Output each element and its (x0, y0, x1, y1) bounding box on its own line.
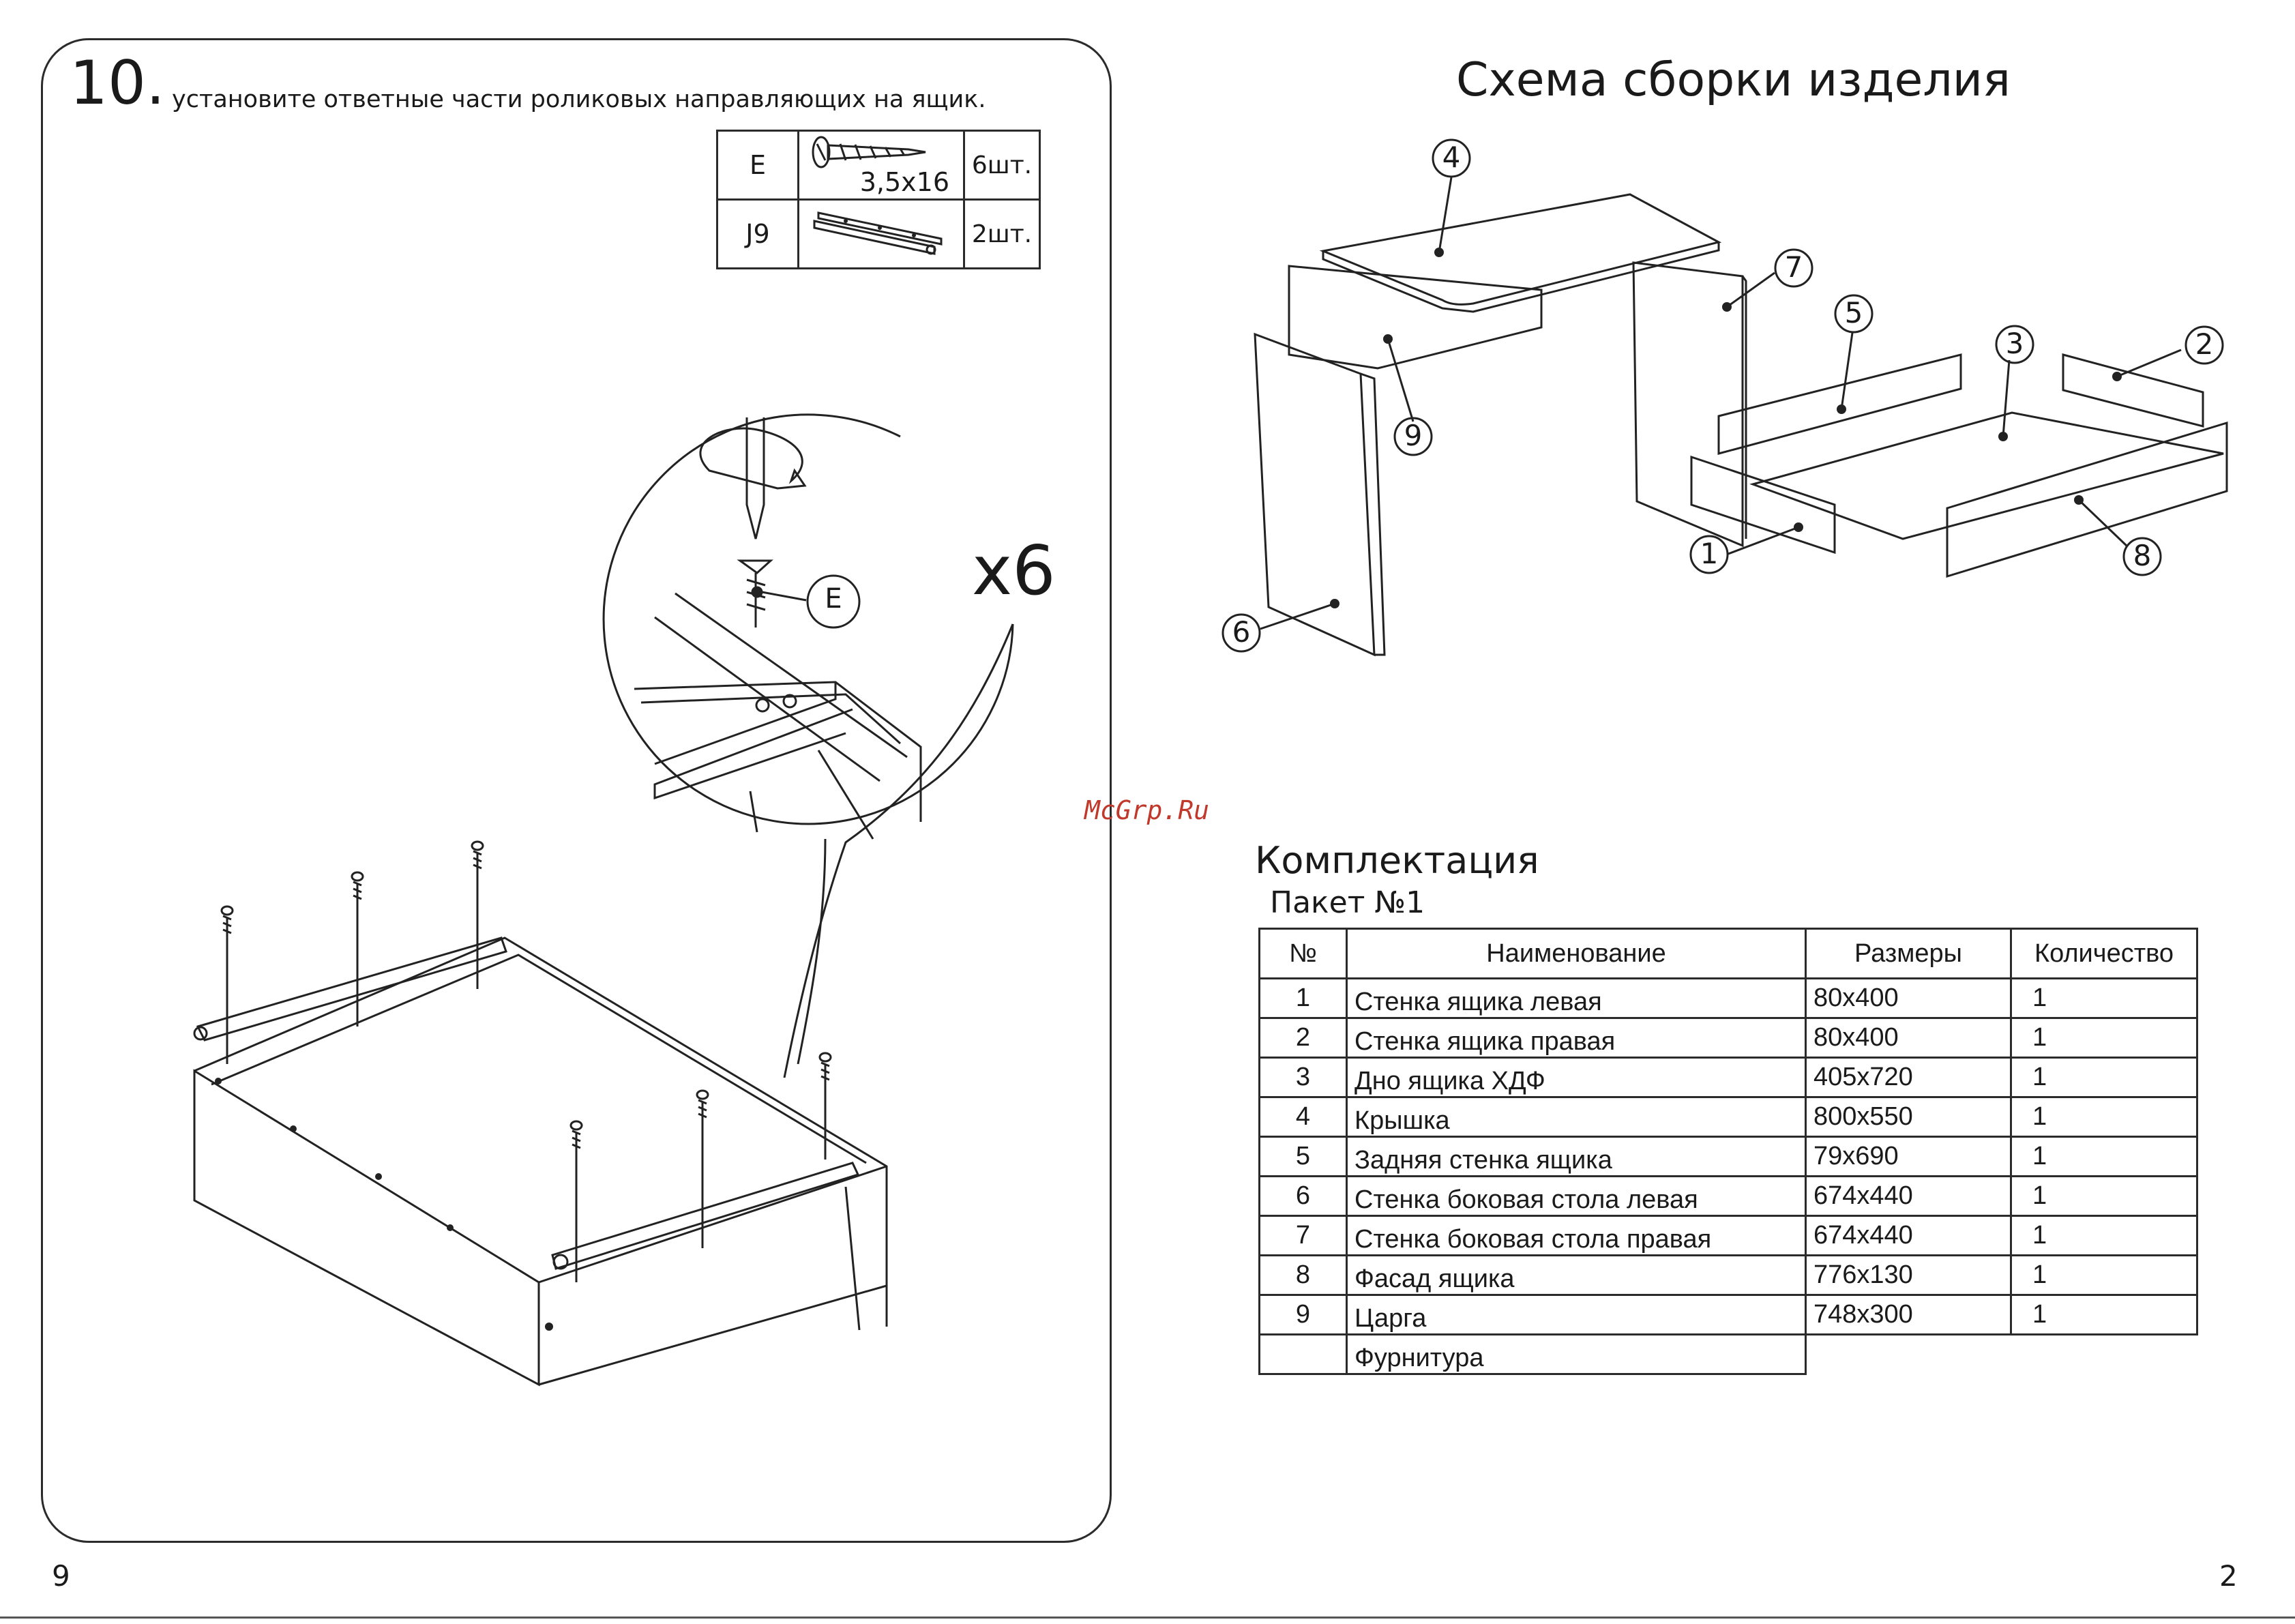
hardware-picture (797, 198, 965, 269)
row-size: 800x550 (1805, 1096, 2012, 1138)
screw-icon (812, 136, 926, 168)
zoom-circle (602, 413, 1014, 825)
row-size: 748x300 (1805, 1294, 2012, 1335)
table-row: 4 Крышка 800x550 1 (1258, 1096, 2198, 1138)
parts-table-header: № Наименование Размеры Количество (1258, 928, 2198, 979)
hardware-picture: 3,5x16 (797, 130, 965, 201)
row-size: 79x690 (1805, 1136, 2012, 1177)
hardware-row: E 3,5x16 6шт. (716, 130, 1041, 201)
screwdriver-icon (745, 417, 765, 540)
header-size: Размеры (1805, 928, 2012, 979)
scheme-drawing (1254, 193, 2228, 657)
screw-markers (220, 840, 832, 1149)
table-row: 7 Стенка боковая стола правая 674x440 1 (1258, 1215, 2198, 1256)
multiplier-label: x6 (972, 531, 1056, 610)
row-qty-empty (2011, 1333, 2197, 1374)
page-number-right: 2 (2219, 1559, 2238, 1593)
hardware-row: J9 2шт. (716, 198, 1041, 269)
row-qty: 1 (2010, 1294, 2198, 1335)
row-qty: 1 (2010, 1254, 2198, 1296)
callout-circle (806, 574, 861, 629)
table-row: 3 Дно ящика ХДФ 405x720 1 (1258, 1057, 2198, 1098)
table-row: 1 Стенка ящика левая 80x400 1 (1258, 977, 2198, 1019)
roller-guide-icon (813, 211, 943, 255)
row-qty: 1 (2010, 1096, 2198, 1138)
row-num: 4 (1258, 1096, 1348, 1138)
row-num: 6 (1258, 1175, 1348, 1217)
row-size-empty (1805, 1333, 2011, 1374)
row-name: Дно ящика ХДФ (1346, 1057, 1807, 1098)
table-row: 6 Стенка боковая стола левая 674x440 1 (1258, 1175, 2198, 1217)
table-row: 5 Задняя стенка ящика 79x690 1 (1258, 1136, 2198, 1177)
row-qty: 1 (2010, 1175, 2198, 1217)
package-title: Пакет №1 (1270, 885, 1425, 920)
row-num: 8 (1258, 1254, 1348, 1296)
row-num: 7 (1258, 1215, 1348, 1256)
row-size: 405x720 (1805, 1057, 2012, 1098)
row-qty: 1 (2010, 1057, 2198, 1098)
row-num: 2 (1258, 1017, 1348, 1059)
hardware-code: E (716, 130, 799, 201)
row-num: 3 (1258, 1057, 1348, 1098)
watermark: McGrp.Ru (1084, 795, 1210, 825)
row-name: Стенка боковая стола правая (1346, 1215, 1807, 1256)
scheme-title: Схема сборки изделия (1456, 53, 2011, 107)
page-number-left: 9 (52, 1559, 70, 1593)
callout-e-label: E (825, 583, 842, 615)
callout-2: 2 (2195, 327, 2214, 361)
row-name: Царга (1346, 1294, 1807, 1335)
row-num: 5 (1258, 1136, 1348, 1177)
step-instruction: установите ответные части роликовых напр… (172, 86, 986, 113)
header-num: № (1258, 928, 1348, 979)
table-row: 8 Фасад ящика 776x130 1 (1258, 1254, 2198, 1296)
row-num: 9 (1258, 1294, 1348, 1335)
rotate-arrow-icon (699, 427, 807, 490)
row-name: Стенка ящика правая (1346, 1017, 1807, 1059)
row-qty: 1 (2010, 1136, 2198, 1177)
row-name-hardware: Фурнитура (1346, 1333, 1807, 1375)
hardware-qty: 6шт. (963, 130, 1041, 201)
table-row-footer: Фурнитура (1258, 1333, 2197, 1375)
row-size: 80x400 (1805, 1017, 2012, 1059)
kit-title: Комплектация (1255, 839, 1539, 882)
row-name: Задняя стенка ящика (1346, 1136, 1807, 1177)
row-name: Стенка ящика левая (1346, 977, 1807, 1019)
parts-table: № Наименование Размеры Количество 1 Стен… (1258, 928, 2198, 1375)
callout-9: 9 (1404, 419, 1423, 452)
row-size: 674x440 (1805, 1215, 2012, 1256)
callout-5: 5 (1844, 296, 1863, 329)
bottom-divider (0, 1616, 2295, 1619)
drawer-box (194, 936, 888, 1327)
row-name: Крышка (1346, 1096, 1807, 1138)
hardware-qty: 2шт. (963, 198, 1041, 269)
callout-1: 1 (1700, 537, 1719, 570)
row-size: 80x400 (1805, 977, 2012, 1019)
step-panel (41, 38, 1112, 1543)
hardware-table: E 3,5x16 6шт. J9 2шт. (716, 130, 1041, 269)
row-size: 674x440 (1805, 1175, 2012, 1217)
row-name: Стенка боковая стола левая (1346, 1175, 1807, 1217)
row-num-empty (1258, 1333, 1348, 1375)
callout-8: 8 (2133, 539, 2152, 572)
callout-7: 7 (1784, 250, 1803, 284)
step-number: 10. (70, 48, 165, 118)
row-qty: 1 (2010, 1215, 2198, 1256)
callout-6: 6 (1232, 615, 1251, 649)
table-row: 2 Стенка ящика правая 80x400 1 (1258, 1017, 2198, 1059)
header-name: Наименование (1346, 928, 1807, 979)
row-name: Фасад ящика (1346, 1254, 1807, 1296)
row-qty: 1 (2010, 977, 2198, 1019)
callout-4: 4 (1442, 141, 1461, 174)
callout-3: 3 (2005, 327, 2024, 360)
row-qty: 1 (2010, 1017, 2198, 1059)
table-row: 9 Царга 748x300 1 (1258, 1294, 2198, 1335)
screw-size: 3,5x16 (859, 167, 949, 197)
hardware-code: J9 (716, 198, 799, 269)
row-num: 1 (1258, 977, 1348, 1019)
header-qty: Количество (2010, 928, 2198, 979)
row-size: 776x130 (1805, 1254, 2012, 1296)
